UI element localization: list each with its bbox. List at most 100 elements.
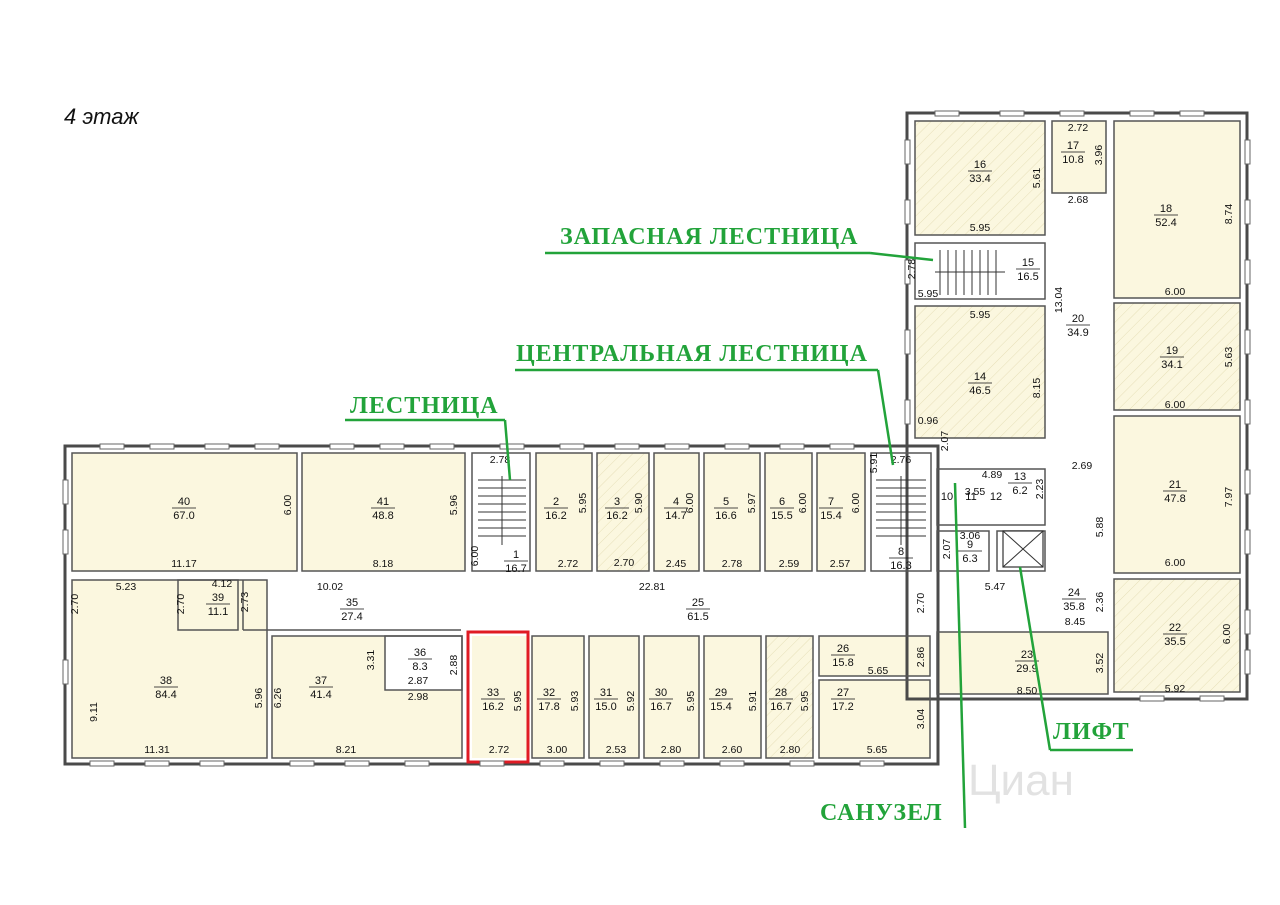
room-area-36: 8.3 <box>412 661 427 673</box>
dimension-label: 2.36 <box>1094 592 1106 613</box>
dimension-label: 8.74 <box>1223 204 1235 225</box>
window <box>539 760 565 767</box>
room-3 <box>597 453 649 571</box>
room-area-17: 10.8 <box>1062 154 1083 166</box>
stair-callout: ЛЕСТНИЦА <box>350 393 499 419</box>
room-number-36: 36 <box>414 647 426 659</box>
dimension-label: 5.95 <box>512 691 524 712</box>
room-area-4: 14.7 <box>665 510 686 522</box>
dimension-label: 2.07 <box>941 539 953 560</box>
room-number-22: 22 <box>1169 622 1181 634</box>
dimension-label: 3.52 <box>1094 653 1106 674</box>
dimension-label: 6.00 <box>469 546 481 567</box>
windows <box>62 110 1251 767</box>
dimension-label: 2.53 <box>606 744 627 756</box>
dimension-label: 5.90 <box>633 493 645 514</box>
dimension-label: 2.98 <box>408 691 429 703</box>
dimension-label: 5.92 <box>1165 683 1186 695</box>
dimension-label: 2.70 <box>175 594 187 615</box>
dimension-label: 2.88 <box>448 655 460 676</box>
dimension-label: 3.06 <box>960 530 981 542</box>
dimension-label: 2.68 <box>1068 194 1089 206</box>
room-area-18: 52.4 <box>1155 217 1176 229</box>
room-area-1: 16.7 <box>505 563 526 575</box>
dimension-label: 4.89 <box>982 469 1003 481</box>
window <box>659 760 685 767</box>
room-number-2: 2 <box>553 496 559 508</box>
dimension-label: 5.95 <box>685 691 697 712</box>
window <box>1244 399 1251 425</box>
dimension-label: 5.95 <box>918 288 939 300</box>
window <box>344 760 370 767</box>
room-number-35: 35 <box>346 597 358 609</box>
window <box>89 760 115 767</box>
window <box>934 110 960 117</box>
window <box>1129 110 1155 117</box>
room-area-3: 16.2 <box>606 510 627 522</box>
room-40 <box>72 453 297 571</box>
room-number-31: 31 <box>600 687 612 699</box>
room-number-21: 21 <box>1169 479 1181 491</box>
room-area-35: 27.4 <box>341 611 362 623</box>
room-38 <box>72 580 267 758</box>
dimension-label: 5.65 <box>868 665 889 677</box>
room-number-25: 25 <box>692 597 704 609</box>
room-area-22: 35.5 <box>1164 636 1185 648</box>
room-17 <box>1052 121 1106 193</box>
room-27 <box>819 680 930 758</box>
room-number-8: 8 <box>898 546 904 558</box>
window <box>999 110 1025 117</box>
window <box>62 479 69 505</box>
window <box>1244 139 1251 165</box>
dimension-label: 5.95 <box>970 222 991 234</box>
elevator-callout: ЛИФТ <box>1053 719 1130 745</box>
dimension-label: 5.95 <box>799 691 811 712</box>
room-number-5: 5 <box>723 496 729 508</box>
dimension-label: 2.70 <box>614 557 635 569</box>
dimension-label: 8.21 <box>336 744 357 756</box>
dimension-label: 2.78 <box>906 259 918 280</box>
room-32 <box>532 636 584 758</box>
dimension-label: 6.00 <box>797 493 809 514</box>
window <box>62 529 69 555</box>
dimension-label: 6.00 <box>1165 286 1186 298</box>
dimension-label: 6.00 <box>1165 399 1186 411</box>
room-4 <box>654 453 699 571</box>
dimension-label: 2.45 <box>666 558 687 570</box>
room-number-40: 40 <box>178 496 190 508</box>
window <box>429 443 455 450</box>
dimension-label: 5.61 <box>1031 168 1043 189</box>
room-area-8: 16.3 <box>890 560 911 572</box>
room-area-2: 16.2 <box>545 510 566 522</box>
room-25 <box>470 580 930 630</box>
dimension-label: 10.02 <box>317 581 343 593</box>
room-number-37: 37 <box>315 675 327 687</box>
room-number-29: 29 <box>715 687 727 699</box>
room-16 <box>915 121 1045 235</box>
dimension-label: 7.97 <box>1223 487 1235 508</box>
room-22 <box>1114 579 1240 692</box>
dimension-label: 5.95 <box>970 309 991 321</box>
dimension-label: 2.86 <box>915 647 927 668</box>
dimension-label: 2.70 <box>69 594 81 615</box>
dimension-label: 2.23 <box>1034 479 1046 500</box>
dimension-label: 8.45 <box>1065 616 1086 628</box>
room-number-9: 9 <box>967 539 973 551</box>
dimension-label: 2.72 <box>489 744 510 756</box>
room-area-33: 16.2 <box>482 701 503 713</box>
dimension-label: 6.00 <box>1165 557 1186 569</box>
dimension-label: 6.00 <box>684 493 696 514</box>
window <box>859 760 885 767</box>
room-number-13: 13 <box>1014 471 1026 483</box>
window <box>404 760 430 767</box>
window <box>329 443 355 450</box>
room-area-37: 41.4 <box>310 689 331 701</box>
window <box>1059 110 1085 117</box>
room-number-20: 20 <box>1072 313 1084 325</box>
window <box>479 760 505 767</box>
window <box>99 443 125 450</box>
window <box>289 760 315 767</box>
room-area-24: 35.8 <box>1063 601 1084 613</box>
window <box>1179 110 1205 117</box>
room-number-32: 32 <box>543 687 555 699</box>
